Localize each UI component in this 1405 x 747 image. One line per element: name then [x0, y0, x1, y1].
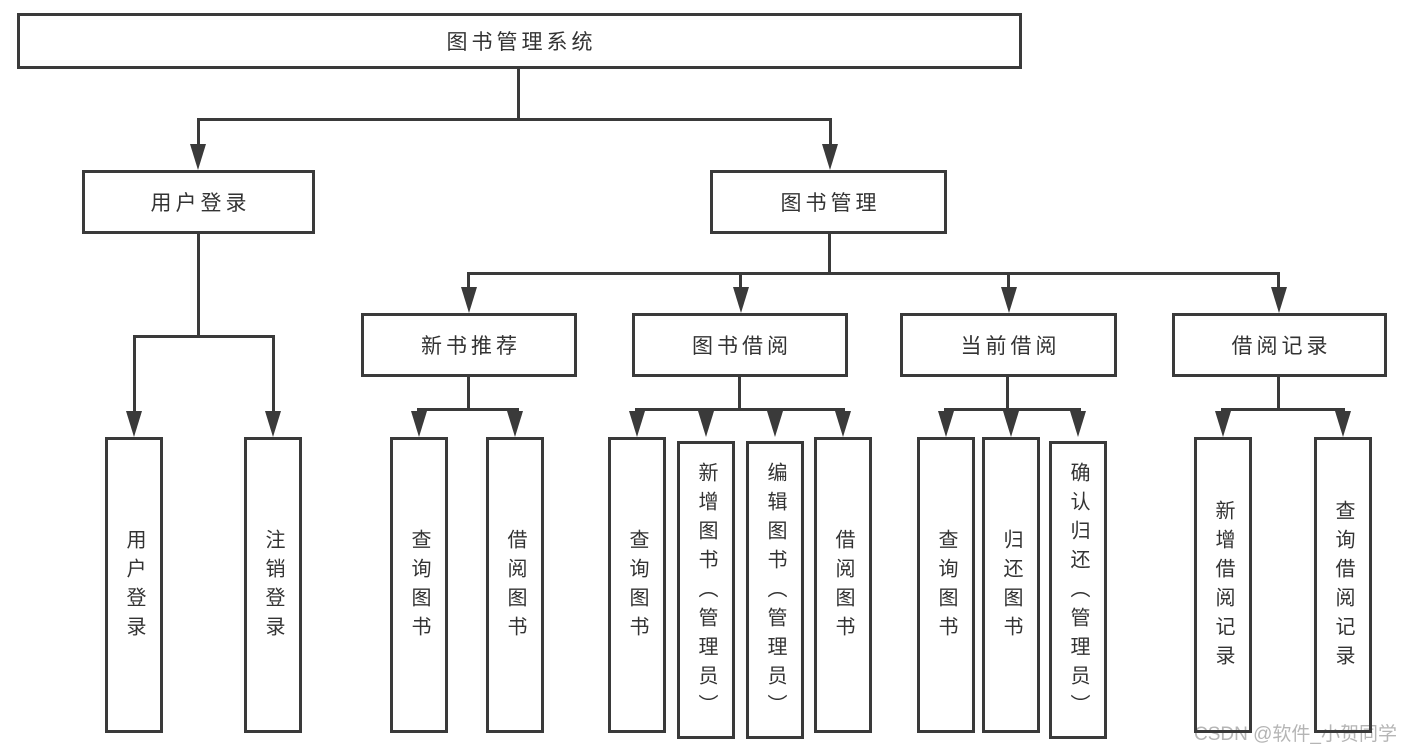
- leaf-user-login: 用户登录: [105, 437, 163, 733]
- leaf-label: 归还图书: [1000, 529, 1022, 645]
- connector-line: [467, 377, 470, 411]
- connector-line: [1007, 274, 1010, 289]
- connector-line: [739, 274, 742, 289]
- leaf-label: 借阅图书: [504, 529, 526, 645]
- leaf-label: 查询图书: [935, 529, 957, 645]
- arrow-down-icon: [1335, 411, 1351, 437]
- connector-line: [197, 234, 200, 338]
- leaf-borrow-books-recommend: 借阅图书: [486, 437, 544, 733]
- leaf-edit-books-admin: 编辑图书（管理员）: [746, 441, 804, 739]
- node-label: 新书推荐: [421, 335, 521, 358]
- arrow-down-icon: [1003, 411, 1019, 437]
- node-label: 图书管理: [780, 192, 881, 215]
- node-book-borrowing: 图书借阅: [632, 313, 848, 377]
- leaf-add-books-admin: 新增图书（管理员）: [677, 441, 735, 739]
- leaf-add-borrow-record: 新增借阅记录: [1194, 437, 1252, 733]
- connector-line: [738, 377, 741, 411]
- leaf-query-books-recommend: 查询图书: [390, 437, 448, 733]
- leaf-label: 新增图书（管理员）: [695, 461, 717, 723]
- arrow-down-icon: [629, 411, 645, 437]
- leaf-query-books-current: 查询图书: [917, 437, 975, 733]
- leaf-borrow-books: 借阅图书: [814, 437, 872, 733]
- arrow-down-icon: [822, 144, 838, 170]
- watermark-text: CSDN @软件_小贺同学: [1194, 724, 1397, 745]
- connector-line: [829, 120, 832, 148]
- arrow-down-icon: [835, 411, 851, 437]
- arrow-down-icon: [1271, 287, 1287, 313]
- arrow-down-icon: [1070, 411, 1086, 437]
- node-label: 图书借阅: [692, 335, 792, 358]
- leaf-label: 借阅图书: [832, 529, 854, 645]
- arrow-down-icon: [265, 411, 281, 437]
- arrow-down-icon: [698, 411, 714, 437]
- connector-line: [517, 69, 520, 121]
- connector-line: [1221, 408, 1345, 411]
- leaf-label: 查询图书: [626, 529, 648, 645]
- arrow-down-icon: [190, 144, 206, 170]
- connector-line: [1277, 377, 1280, 409]
- node-label: 借阅记录: [1231, 335, 1332, 358]
- node-new-book-recommend: 新书推荐: [361, 313, 577, 377]
- arrow-down-icon: [733, 287, 749, 313]
- arrow-down-icon: [767, 411, 783, 437]
- leaf-query-books-borrowing: 查询图书: [608, 437, 666, 733]
- arrow-down-icon: [411, 411, 427, 437]
- node-book-management: 图书管理: [710, 170, 947, 234]
- leaf-label: 查询图书: [408, 529, 430, 645]
- leaf-label: 注销登录: [262, 529, 284, 645]
- connector-line: [133, 335, 275, 338]
- leaf-logout: 注销登录: [244, 437, 302, 733]
- connector-line: [635, 408, 845, 411]
- node-current-borrowing: 当前借阅: [900, 313, 1117, 377]
- node-borrowing-records: 借阅记录: [1172, 313, 1387, 377]
- leaf-label: 用户登录: [123, 529, 145, 645]
- leaf-label: 新增借阅记录: [1212, 500, 1234, 674]
- connector-line: [1006, 377, 1009, 411]
- node-user-login: 用户登录: [82, 170, 315, 234]
- connector-line: [197, 120, 200, 148]
- arrow-down-icon: [126, 411, 142, 437]
- connector-line: [197, 118, 832, 121]
- connector-line: [1277, 274, 1280, 289]
- leaf-query-borrow-record: 查询借阅记录: [1314, 437, 1372, 733]
- leaf-confirm-return-admin: 确认归还（管理员）: [1049, 441, 1107, 739]
- node-root: 图书管理系统: [17, 13, 1022, 69]
- arrow-down-icon: [461, 287, 477, 313]
- node-label: 当前借阅: [960, 335, 1061, 358]
- connector-line: [944, 408, 1081, 411]
- arrow-down-icon: [507, 411, 523, 437]
- leaf-label: 确认归还（管理员）: [1067, 461, 1089, 723]
- leaf-label: 查询借阅记录: [1332, 500, 1354, 674]
- arrow-down-icon: [1001, 287, 1017, 313]
- connector-line: [417, 408, 519, 411]
- connector-line: [828, 234, 831, 275]
- node-label: 图书管理系统: [446, 31, 597, 54]
- arrow-down-icon: [1215, 411, 1231, 437]
- connector-line: [467, 274, 470, 289]
- connector-line: [272, 337, 275, 413]
- leaf-label: 编辑图书（管理员）: [764, 461, 786, 723]
- arrow-down-icon: [938, 411, 954, 437]
- connector-line: [133, 337, 136, 413]
- connector-line: [467, 272, 1280, 275]
- node-label: 用户登录: [150, 192, 251, 215]
- leaf-return-books: 归还图书: [982, 437, 1040, 733]
